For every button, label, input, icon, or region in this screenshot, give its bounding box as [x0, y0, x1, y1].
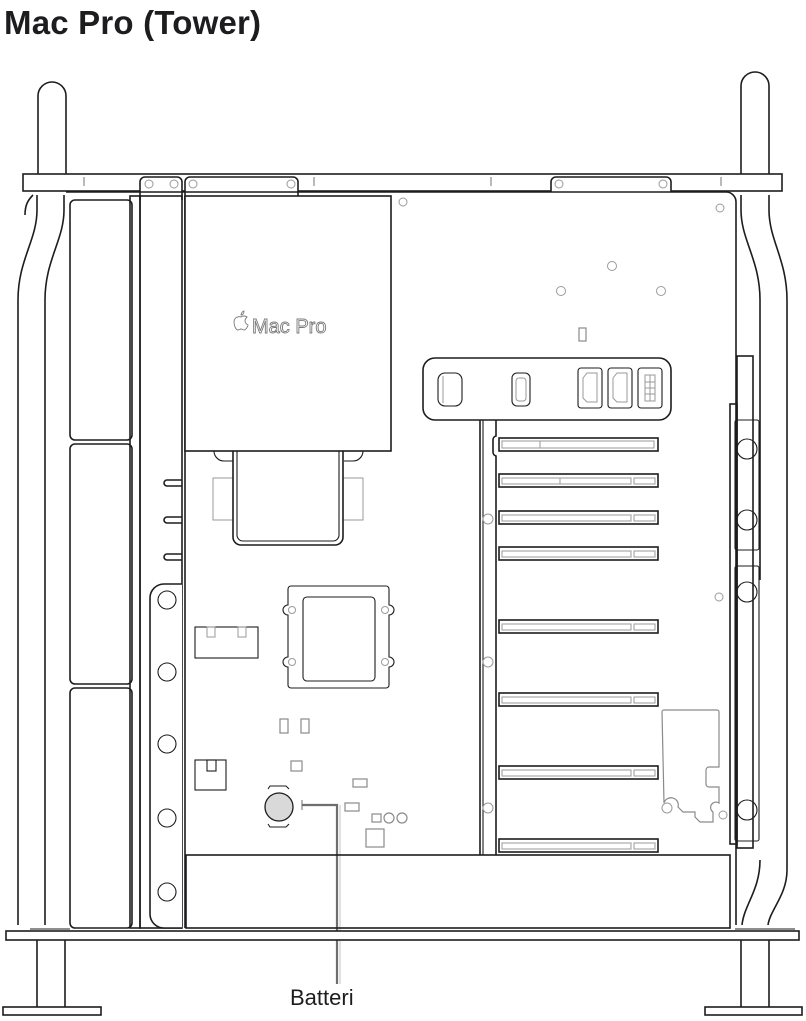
io-card	[422, 357, 672, 421]
small-components	[194, 718, 408, 848]
fan-bays	[69, 199, 133, 929]
bottom-rail	[5, 928, 800, 941]
apple-logo-icon	[233, 310, 249, 331]
left-handle	[17, 81, 67, 925]
mac-pro-logo-text: Mac Pro	[252, 316, 326, 338]
pci-slots	[498, 437, 659, 853]
top-bracket-left	[139, 176, 299, 200]
usb-a-port-icon	[437, 372, 463, 407]
drive-bay	[185, 854, 731, 929]
pci-rail	[479, 420, 497, 855]
thunderbolt-port-icon	[577, 367, 603, 409]
right-handle	[740, 71, 788, 926]
coin-cell-battery	[264, 785, 294, 828]
page-title: Mac Pro (Tower)	[4, 4, 262, 41]
left-lower-bracket	[149, 583, 182, 929]
left-foot	[2, 940, 102, 1016]
right-foot	[704, 940, 803, 1016]
card-outline	[661, 709, 720, 823]
battery-callout-line	[301, 800, 341, 984]
top-bracket-right	[550, 176, 672, 192]
power-connector-icon	[637, 367, 663, 409]
right-side-latch	[714, 355, 760, 849]
cpu-heatsink	[212, 450, 364, 546]
usb-c-port-icon	[511, 372, 531, 407]
battery-callout-label: Batteri	[290, 985, 354, 1010]
board-notches	[163, 479, 182, 561]
thunderbolt-port-icon-2	[607, 367, 633, 409]
cpu-socket	[282, 585, 395, 689]
board-connector	[194, 626, 259, 659]
